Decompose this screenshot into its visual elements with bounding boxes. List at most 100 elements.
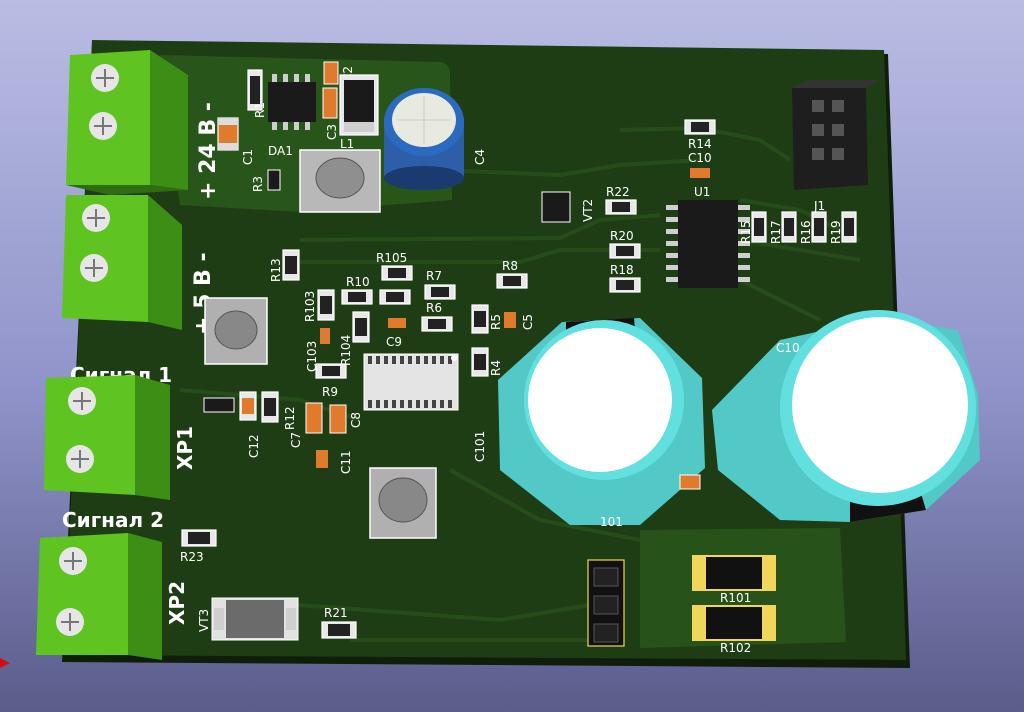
r8-label: R8 <box>502 259 518 273</box>
inductor-l1: L1 <box>299 137 381 213</box>
diode-smd-top <box>339 74 379 136</box>
header-j1: J1 <box>792 80 880 213</box>
res-r18: R18 <box>609 263 641 293</box>
r102-label: R102 <box>720 641 751 655</box>
c11-label: C11 <box>339 450 353 474</box>
res-r101: R101 <box>692 555 776 605</box>
res-r20: R20 <box>609 229 641 259</box>
u1-label: U1 <box>694 185 710 199</box>
ic-da1: DA1 <box>268 74 316 158</box>
vt3-label: VT3 <box>197 609 211 632</box>
res-r7: R7 <box>424 269 456 300</box>
r18-label: R18 <box>610 263 634 277</box>
res-r103: R103 <box>303 289 335 322</box>
xp2-ref: XP2 <box>165 581 189 625</box>
res-r4: R4 <box>471 347 503 377</box>
r17-label: R17 <box>769 220 783 244</box>
cap-c10-big: C10 <box>712 310 980 522</box>
r12-label: R12 <box>283 406 297 430</box>
r15-label: R15 <box>739 220 753 244</box>
r14-label: R14 <box>688 137 712 151</box>
transistor-vt2: VT2 <box>541 191 595 223</box>
res-r3: R3 <box>251 169 281 192</box>
res-r14: R14 <box>684 119 716 151</box>
transistor-vt3: VT3 <box>197 597 299 641</box>
c8-label: C8 <box>349 412 363 428</box>
c101-bottom-label: 101 <box>600 515 623 529</box>
inductor-bottom <box>369 467 437 539</box>
c9-label: C9 <box>386 335 402 349</box>
connector-xp1: Сигнал 1 XP1 <box>44 363 197 500</box>
cap-c10-small: C10 <box>688 151 712 178</box>
r9-label: R9 <box>322 385 338 399</box>
r23-label: R23 <box>180 550 204 564</box>
r22-label: R22 <box>606 185 630 199</box>
res-r22: R22 <box>605 185 637 215</box>
r104-label: R104 <box>339 335 353 366</box>
cap-c4: C4 <box>384 88 487 190</box>
cap-c8: C8 <box>329 404 363 434</box>
connector-24v: + 24 В - <box>66 50 221 200</box>
axis-origin-marker <box>0 658 10 668</box>
res-r1: R1 <box>247 69 267 118</box>
cap-c1: C1 <box>217 117 255 165</box>
r4-label: R4 <box>489 360 503 376</box>
j1-label: J1 <box>813 199 825 213</box>
pin-header-3 <box>587 559 625 647</box>
ic-main-tssop <box>363 353 459 411</box>
inductor-mid <box>204 297 268 365</box>
r16-label: R16 <box>799 220 813 244</box>
da1-label: DA1 <box>268 144 293 158</box>
connector-24v-label: + 24 В - <box>196 102 221 200</box>
res-r104: R104 <box>339 311 370 366</box>
c7-label: C7 <box>289 432 303 448</box>
c5-label: C5 <box>521 314 535 330</box>
diode-small-left <box>203 397 235 413</box>
r101-label: R101 <box>720 591 751 605</box>
r6-label: R6 <box>426 301 442 315</box>
ic-u1: U1 <box>666 185 750 288</box>
cap-c12: C12 <box>239 391 261 458</box>
res-r5: R5 <box>471 304 503 334</box>
cap-c5: C5 <box>504 312 535 330</box>
r21-label: R21 <box>324 606 348 620</box>
r105-label: R105 <box>376 251 407 265</box>
c4-label: C4 <box>473 149 487 165</box>
c10-big-label: C10 <box>776 341 800 355</box>
res-column-right: R15 R17 R16 R19 <box>739 211 857 244</box>
r19-label: R19 <box>829 220 843 244</box>
r1-label: R1 <box>253 102 267 118</box>
cap-small-orange-mid <box>679 474 701 490</box>
xp1-ref: XP1 <box>173 426 197 470</box>
c1-label: C1 <box>241 149 255 165</box>
res-r105: R105 <box>376 251 413 281</box>
connector-xp2: Сигнал 2 XP2 <box>36 508 189 660</box>
r3-label: R3 <box>251 176 265 192</box>
l1-label: L1 <box>340 137 354 151</box>
r7-label: R7 <box>426 269 442 283</box>
c3-label: C3 <box>325 124 339 140</box>
res-r10: R10 <box>341 275 373 305</box>
r13-label: R13 <box>269 258 283 282</box>
res-r9: R9 <box>315 363 347 399</box>
r20-label: R20 <box>610 229 634 243</box>
c12-label: C12 <box>247 434 261 458</box>
c101-label: C101 <box>473 431 487 462</box>
xp2-title: Сигнал 2 <box>62 508 164 532</box>
cap-c3: C3 <box>322 87 339 140</box>
cap-c11: C11 <box>316 450 353 474</box>
res-r6: R6 <box>421 301 453 332</box>
res-r10b <box>379 289 411 305</box>
res-r12: R12 <box>261 391 297 430</box>
cap-c7: C7 <box>289 402 323 448</box>
vt2-label: VT2 <box>581 199 595 222</box>
res-r8: R8 <box>496 259 528 289</box>
res-r23: R23 <box>180 529 217 564</box>
r10-label: R10 <box>346 275 370 289</box>
res-r102: R102 <box>692 605 776 655</box>
cap-c101: C101 101 <box>473 318 705 529</box>
res-r13: R13 <box>269 249 300 282</box>
r5-label: R5 <box>489 314 503 330</box>
c10-small-label: C10 <box>688 151 712 165</box>
